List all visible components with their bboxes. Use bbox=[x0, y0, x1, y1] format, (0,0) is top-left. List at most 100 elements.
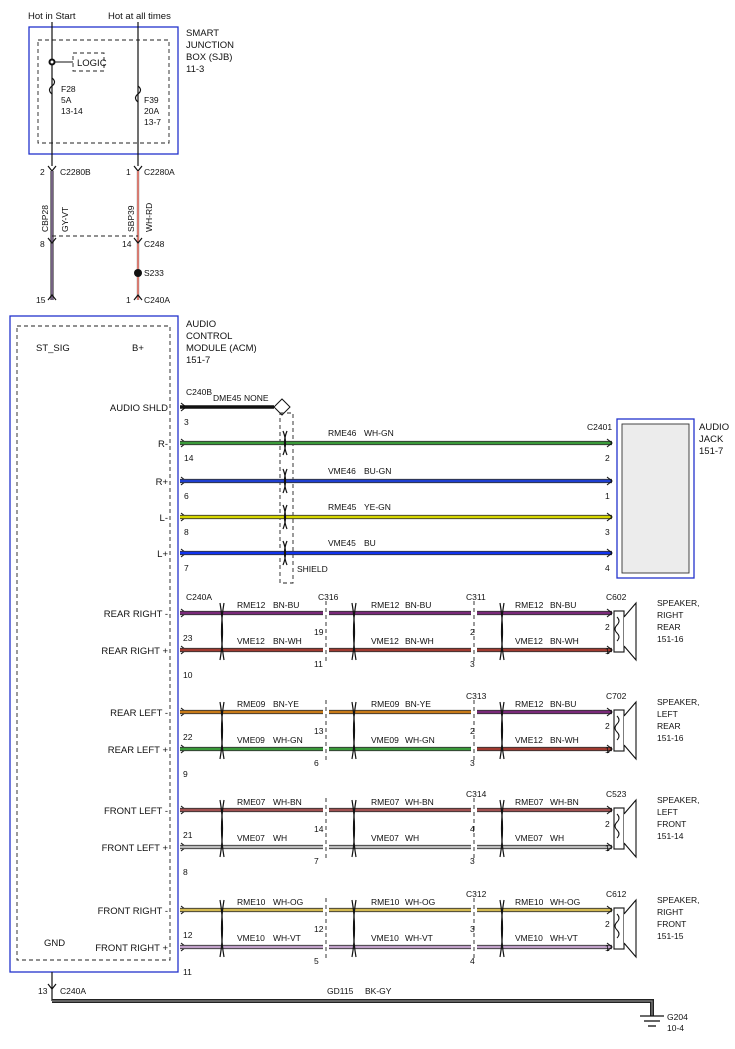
speaker-title: SPEAKER, bbox=[657, 795, 700, 805]
connector-pin: 2 bbox=[470, 726, 475, 736]
jack-title-2: JACK bbox=[699, 434, 724, 445]
pin-b: 21 bbox=[183, 830, 193, 840]
color-label: WH bbox=[273, 833, 287, 843]
audio-jack-inner bbox=[621, 423, 690, 574]
speaker-plus-label: REAR LEFT + bbox=[108, 745, 169, 756]
twisted-pair-icon bbox=[219, 799, 224, 858]
twisted-pair-icon bbox=[499, 602, 504, 661]
connector-pin: 12 bbox=[314, 924, 324, 934]
color-label: WH-VT bbox=[405, 933, 433, 943]
speaker-minus-label: FRONT RIGHT - bbox=[98, 906, 168, 917]
pin-2: 2 bbox=[40, 167, 45, 177]
acm-title-4: 151-7 bbox=[186, 355, 210, 366]
circuit-label: RME10 bbox=[515, 897, 544, 907]
speaker-plus-label: FRONT RIGHT + bbox=[95, 943, 168, 954]
audio-jack-box bbox=[616, 418, 695, 579]
circuit-label: RME10 bbox=[237, 897, 266, 907]
pin-15: 15 bbox=[36, 295, 46, 305]
speaker-title: SPEAKER, bbox=[657, 895, 700, 905]
acm-title-2: CONTROL bbox=[186, 331, 232, 342]
color-label: WH-OG bbox=[273, 897, 303, 907]
pin-c: 11 bbox=[183, 967, 192, 977]
gnd-pin: 13 bbox=[38, 986, 48, 996]
color-label: WH-VT bbox=[273, 933, 301, 943]
shield-dashed bbox=[279, 412, 294, 584]
circuit-label: VME09 bbox=[237, 735, 265, 745]
cbp28-label: CBP28 bbox=[40, 205, 50, 232]
speaker-connector-label: C523 bbox=[606, 789, 627, 799]
circuit-label: VME46 bbox=[328, 466, 356, 476]
circuit-label: RME07 bbox=[515, 797, 544, 807]
circuit-label: VME07 bbox=[515, 833, 543, 843]
connector-pin: 14 bbox=[314, 824, 324, 834]
speaker-title: REAR bbox=[657, 622, 681, 632]
connector-pin: 7 bbox=[314, 856, 319, 866]
c2280a-label: C2280A bbox=[144, 167, 175, 177]
circuit-label: VME07 bbox=[371, 833, 399, 843]
logic-label: LOGIC bbox=[77, 58, 107, 69]
connector-pin: 3 bbox=[470, 758, 475, 768]
speaker-pin: 1 bbox=[605, 943, 610, 953]
jack-pin: 2 bbox=[605, 453, 610, 463]
bkgy-label: BK-GY bbox=[365, 986, 392, 996]
circuit-label: VME07 bbox=[237, 833, 265, 843]
speaker-title: FRONT bbox=[657, 819, 686, 829]
hot-in-start-label: Hot in Start bbox=[28, 11, 76, 22]
connector-pin: 6 bbox=[314, 758, 319, 768]
color-label: WH-GN bbox=[405, 735, 435, 745]
pin-b: 22 bbox=[183, 732, 193, 742]
connector-pin: 5 bbox=[314, 956, 319, 966]
jack-pin: 1 bbox=[605, 491, 610, 501]
circuit-label: VME10 bbox=[371, 933, 399, 943]
twisted-pair-icon bbox=[499, 799, 504, 858]
f28-grid: 13-14 bbox=[61, 106, 83, 116]
color-label: WH-OG bbox=[550, 897, 580, 907]
acm-title-3: MODULE (ACM) bbox=[186, 343, 257, 354]
gyvt-label: GY-VT bbox=[60, 207, 70, 232]
circuit-label: RME12 bbox=[371, 600, 400, 610]
sjb-dashed-border bbox=[37, 39, 170, 144]
c248-label: C248 bbox=[144, 239, 165, 249]
speaker-pin: 2 bbox=[605, 919, 610, 929]
speaker-minus-label: REAR LEFT - bbox=[110, 708, 168, 719]
speaker-title: REAR bbox=[657, 721, 681, 731]
c240a-label: C240A bbox=[186, 592, 212, 602]
acm-pin-number: 7 bbox=[184, 563, 189, 573]
fuse-f39-icon bbox=[134, 85, 142, 103]
twisted-pair-icon bbox=[351, 701, 356, 760]
circuit-label: RME10 bbox=[371, 897, 400, 907]
speaker-pin: 2 bbox=[605, 721, 610, 731]
speaker-title: 151-14 bbox=[657, 831, 684, 841]
speaker-connector-label: C602 bbox=[606, 592, 627, 602]
color-label: YE-GN bbox=[364, 502, 391, 512]
dme45-label: DME45 bbox=[213, 393, 242, 403]
acm-title-1: AUDIO bbox=[186, 319, 216, 330]
sjb-box bbox=[28, 26, 179, 155]
hot-at-all-times-label: Hot at all times bbox=[108, 11, 171, 22]
gnd-c240a: C240A bbox=[60, 986, 86, 996]
f39-amps: 20A bbox=[144, 106, 159, 116]
twisted-pair-icon bbox=[282, 468, 287, 494]
connector-pin: 11 bbox=[314, 659, 323, 669]
speaker-title: LEFT bbox=[657, 807, 678, 817]
s233-label: S233 bbox=[144, 268, 164, 278]
f28-label: F28 bbox=[61, 84, 76, 94]
connector-pin: 3 bbox=[470, 924, 475, 934]
color-label: WH-OG bbox=[405, 897, 435, 907]
circuit-label: VME12 bbox=[371, 636, 399, 646]
color-label: BU bbox=[364, 538, 376, 548]
color-label: BU-GN bbox=[364, 466, 391, 476]
color-label: WH-BN bbox=[273, 797, 302, 807]
c2401-label: C2401 bbox=[587, 422, 612, 432]
pin-8: 8 bbox=[40, 239, 45, 249]
twisted-pair-icon bbox=[219, 602, 224, 661]
color-label: BN-WH bbox=[550, 735, 579, 745]
speaker-title: 151-16 bbox=[657, 733, 684, 743]
speaker-title: FRONT bbox=[657, 919, 686, 929]
twisted-pair-icon bbox=[351, 899, 356, 958]
sjb-title-4: 11-3 bbox=[186, 64, 204, 75]
splice-s233 bbox=[134, 269, 142, 277]
acm-box bbox=[9, 315, 179, 973]
speaker-plus-label: FRONT LEFT + bbox=[102, 843, 169, 854]
